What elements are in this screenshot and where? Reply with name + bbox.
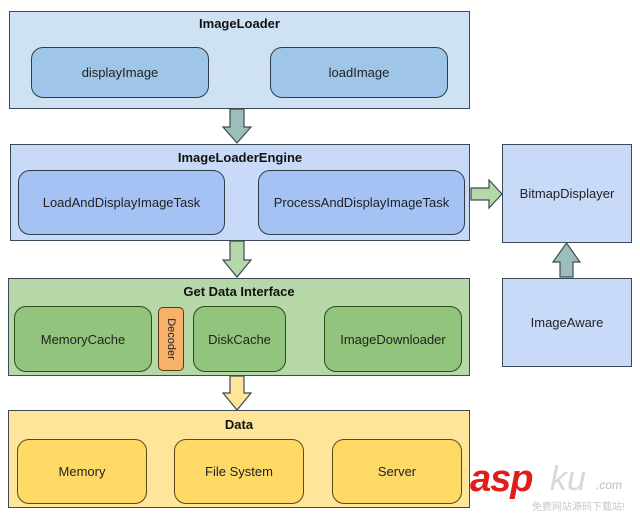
arrow-imageaware-to-bitmapdisplayer [551, 241, 582, 278]
node-decoder: Decoder [158, 307, 184, 371]
layer-title: ImageLoader [199, 16, 280, 31]
arrow-loader-to-engine [221, 108, 253, 144]
node-display-image: displayImage [31, 47, 209, 98]
node-load-and-display-image-task: LoadAndDisplayImageTask [18, 170, 225, 235]
watermark-logo: asp ku .com 免费网站源码下载站! [470, 458, 640, 518]
node-disk-cache: DiskCache [193, 306, 286, 372]
node-memory: Memory [17, 439, 147, 504]
watermark-domain: .com [596, 478, 623, 492]
arrow-engine-to-bitmapdisplayer [470, 178, 503, 210]
decoder-label: Decoder [165, 318, 178, 360]
node-memory-cache: MemoryCache [14, 306, 152, 372]
node-image-aware: ImageAware [502, 278, 632, 367]
watermark-brand-grey: ku [550, 460, 586, 498]
arrow-getdata-to-data [221, 375, 253, 411]
watermark-brand-red: asp [470, 458, 533, 500]
node-image-downloader: ImageDownloader [324, 306, 462, 372]
node-process-and-display-image-task: ProcessAndDisplayImageTask [258, 170, 465, 235]
node-load-image: loadImage [270, 47, 448, 98]
watermark-subtitle: 免费网站源码下载站! [532, 502, 625, 513]
layer-title: ImageLoaderEngine [177, 150, 303, 165]
layer-title: Get Data Interface [183, 284, 295, 299]
arrow-engine-to-getdata [221, 240, 253, 278]
node-file-system: File System [174, 439, 304, 504]
layer-title: Data [224, 417, 254, 432]
node-server: Server [332, 439, 462, 504]
node-bitmap-displayer: BitmapDisplayer [502, 144, 632, 243]
